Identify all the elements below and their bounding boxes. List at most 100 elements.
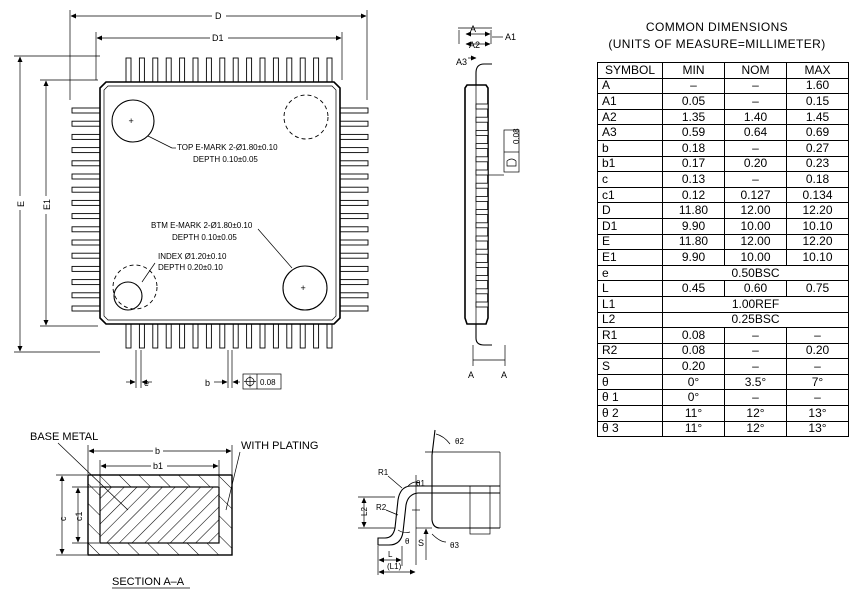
label-theta1: θ1 — [416, 479, 425, 488]
header-nom: NOM — [724, 62, 787, 79]
cell-max: 13° — [786, 420, 849, 438]
lead — [339, 199, 369, 206]
cell-symbol: c1 — [597, 186, 663, 204]
lead — [339, 160, 369, 167]
cell-max: 0.15 — [786, 93, 849, 110]
label-a2: A2 — [469, 40, 480, 50]
lead — [313, 57, 320, 83]
cell-nom: 0.20 — [724, 155, 787, 173]
package-body — [99, 81, 341, 325]
label-d: D — [215, 11, 222, 21]
lead — [313, 323, 320, 349]
cell-min: 0.05 — [662, 93, 725, 110]
lead — [125, 323, 132, 349]
cell-nom: – — [724, 327, 787, 344]
lead — [299, 57, 306, 83]
lead — [339, 305, 369, 312]
position-tolerance-frame — [242, 373, 282, 390]
label-e-pitch: e — [144, 378, 149, 388]
cell-nom: – — [724, 93, 787, 110]
label-a3: A3 — [456, 57, 467, 67]
lead — [138, 323, 145, 349]
cell-span: 0.50BSC — [662, 264, 849, 282]
label-theta: θ — [405, 537, 410, 546]
svg-text:+: + — [301, 283, 306, 293]
side-lead — [475, 222, 489, 229]
lead — [259, 57, 266, 83]
lead — [326, 323, 333, 349]
table-row: A––1.60 — [597, 77, 849, 95]
cell-max: – — [786, 358, 849, 375]
lead — [326, 57, 333, 83]
section-label-c1: c1 — [74, 511, 84, 521]
btm-emark-circle — [282, 265, 328, 311]
lead — [246, 57, 253, 83]
cell-min: 11° — [662, 405, 725, 422]
cell-min: 9.90 — [662, 217, 725, 235]
cell-max: 7° — [786, 373, 849, 391]
cell-nom: 0.127 — [724, 186, 787, 204]
label-a: A — [470, 24, 476, 34]
position-tolerance-value: 0.08 — [260, 378, 276, 387]
cell-symbol: L — [597, 280, 663, 297]
cell-symbol: b — [597, 139, 663, 157]
cell-min: 0.08 — [662, 342, 725, 360]
lead — [339, 252, 369, 259]
cell-symbol: D1 — [597, 217, 663, 235]
cell-symbol: θ 2 — [597, 405, 663, 422]
index-dashed-circle — [112, 264, 158, 310]
label-theta2: θ2 — [455, 437, 464, 446]
side-lead — [475, 195, 489, 202]
lead — [219, 57, 226, 83]
side-view: A A2 A1 A3 0.08 A A — [456, 24, 521, 380]
lead — [272, 57, 279, 83]
cell-nom: 12.00 — [724, 202, 787, 219]
flatness-frame — [503, 129, 520, 173]
cell-symbol: L2 — [597, 311, 663, 329]
cell-symbol: A3 — [597, 124, 663, 141]
lead — [339, 292, 369, 299]
lead — [71, 252, 101, 259]
side-lead — [475, 182, 489, 189]
lead — [339, 186, 369, 193]
lead — [339, 173, 369, 180]
label-r1: R1 — [378, 468, 389, 477]
lead — [71, 226, 101, 233]
lead — [205, 323, 212, 349]
base-metal-label: BASE METAL — [30, 431, 98, 443]
cell-nom: 12.00 — [724, 233, 787, 251]
lead — [219, 323, 226, 349]
lead — [71, 239, 101, 246]
table-title: COMMON DIMENSIONS — [645, 20, 789, 34]
lead — [71, 186, 101, 193]
cell-symbol: R2 — [597, 342, 663, 360]
lead — [71, 120, 101, 127]
index-circle — [113, 281, 143, 311]
lead — [165, 57, 172, 83]
lead — [71, 213, 101, 220]
cell-min: 0.17 — [662, 155, 725, 173]
cell-nom: – — [724, 139, 787, 157]
cell-min: 0.18 — [662, 139, 725, 157]
cell-symbol: e — [597, 264, 663, 282]
side-lead — [475, 235, 489, 242]
cell-nom: 12° — [724, 420, 787, 438]
flatness-value: 0.08 — [512, 128, 521, 144]
cell-max: 0.134 — [786, 186, 849, 204]
lead — [138, 57, 145, 83]
cell-min: 0.45 — [662, 280, 725, 297]
header-min: MIN — [662, 62, 725, 79]
top-emark-dashed-circle — [283, 94, 329, 140]
top-emark-note: TOP E-MARK 2-Ø1.80±0.10 — [177, 143, 278, 152]
section-label-right: A — [501, 370, 507, 380]
btm-emark-note: BTM E-MARK 2-Ø1.80±0.10 — [151, 221, 253, 230]
lead — [71, 305, 101, 312]
cell-max: 1.45 — [786, 108, 849, 126]
